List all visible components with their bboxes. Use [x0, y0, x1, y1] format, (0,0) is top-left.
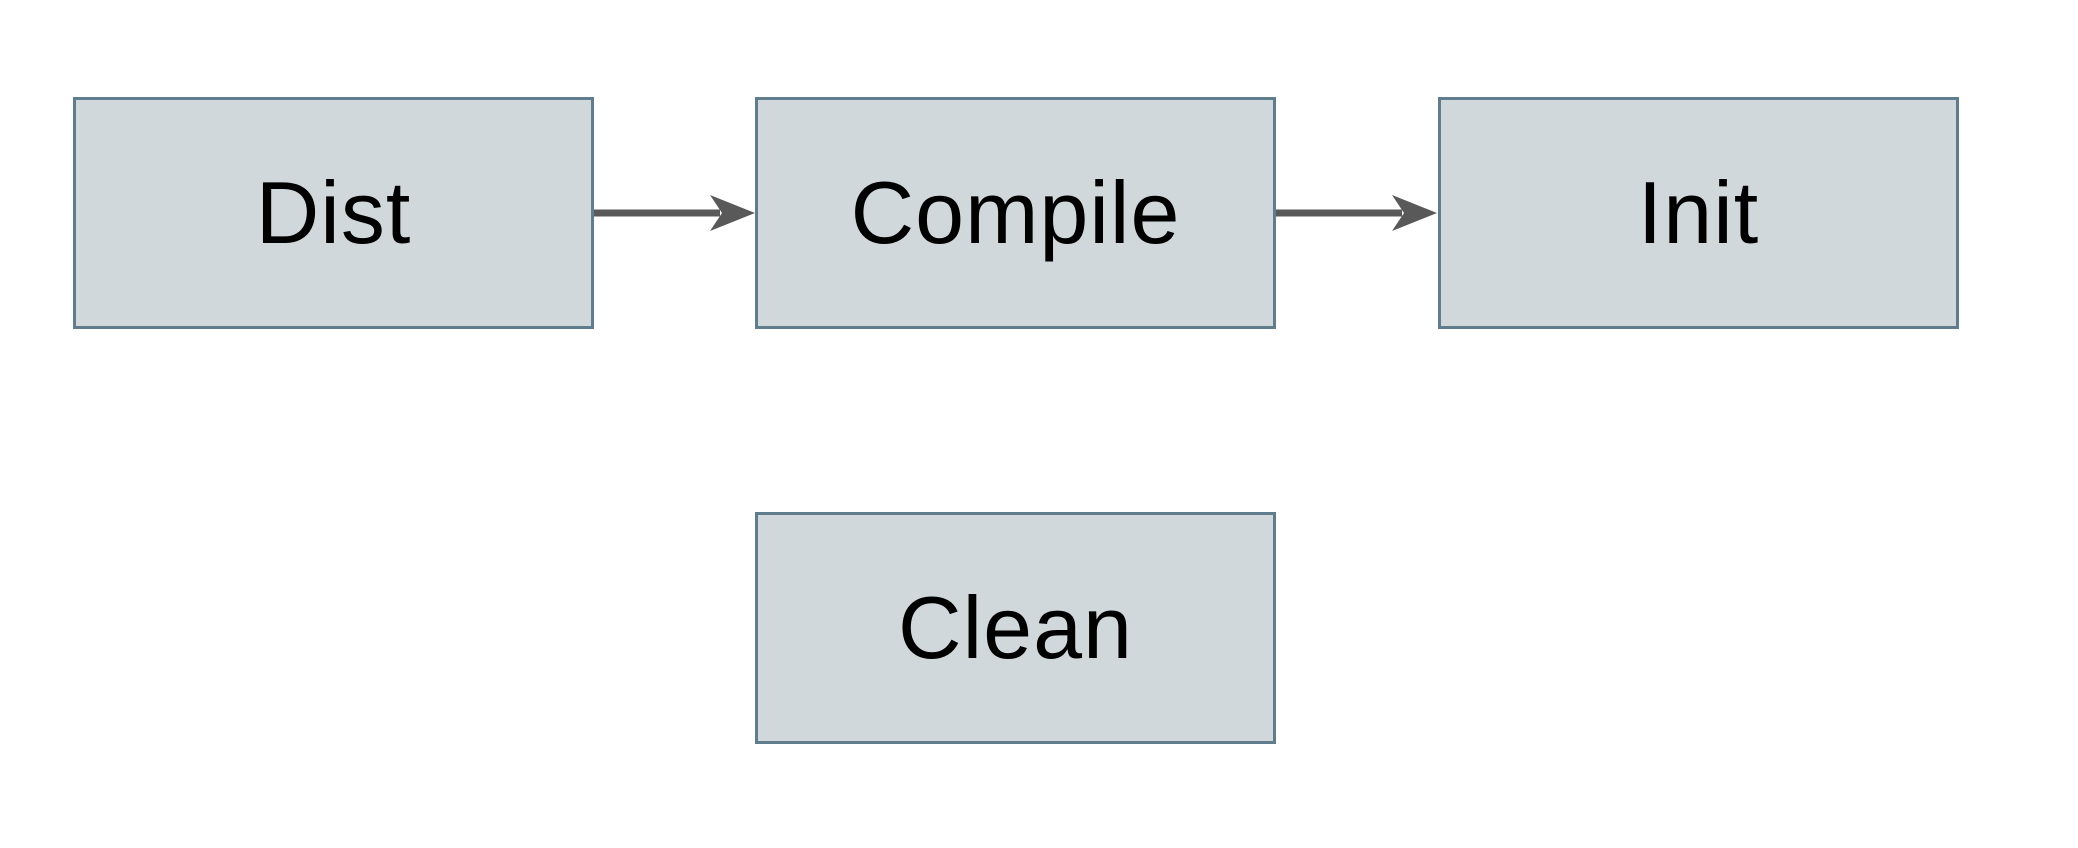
node-clean: Clean — [755, 512, 1276, 744]
node-compile-label: Compile — [850, 163, 1181, 262]
arrow-compile-to-init-icon — [1276, 195, 1437, 231]
node-compile: Compile — [755, 97, 1276, 329]
node-dist-label: Dist — [255, 163, 412, 262]
arrow-dist-to-compile-icon — [594, 195, 755, 231]
node-init-label: Init — [1637, 163, 1760, 262]
node-dist: Dist — [73, 97, 594, 329]
node-clean-label: Clean — [898, 578, 1133, 677]
node-init: Init — [1438, 97, 1959, 329]
